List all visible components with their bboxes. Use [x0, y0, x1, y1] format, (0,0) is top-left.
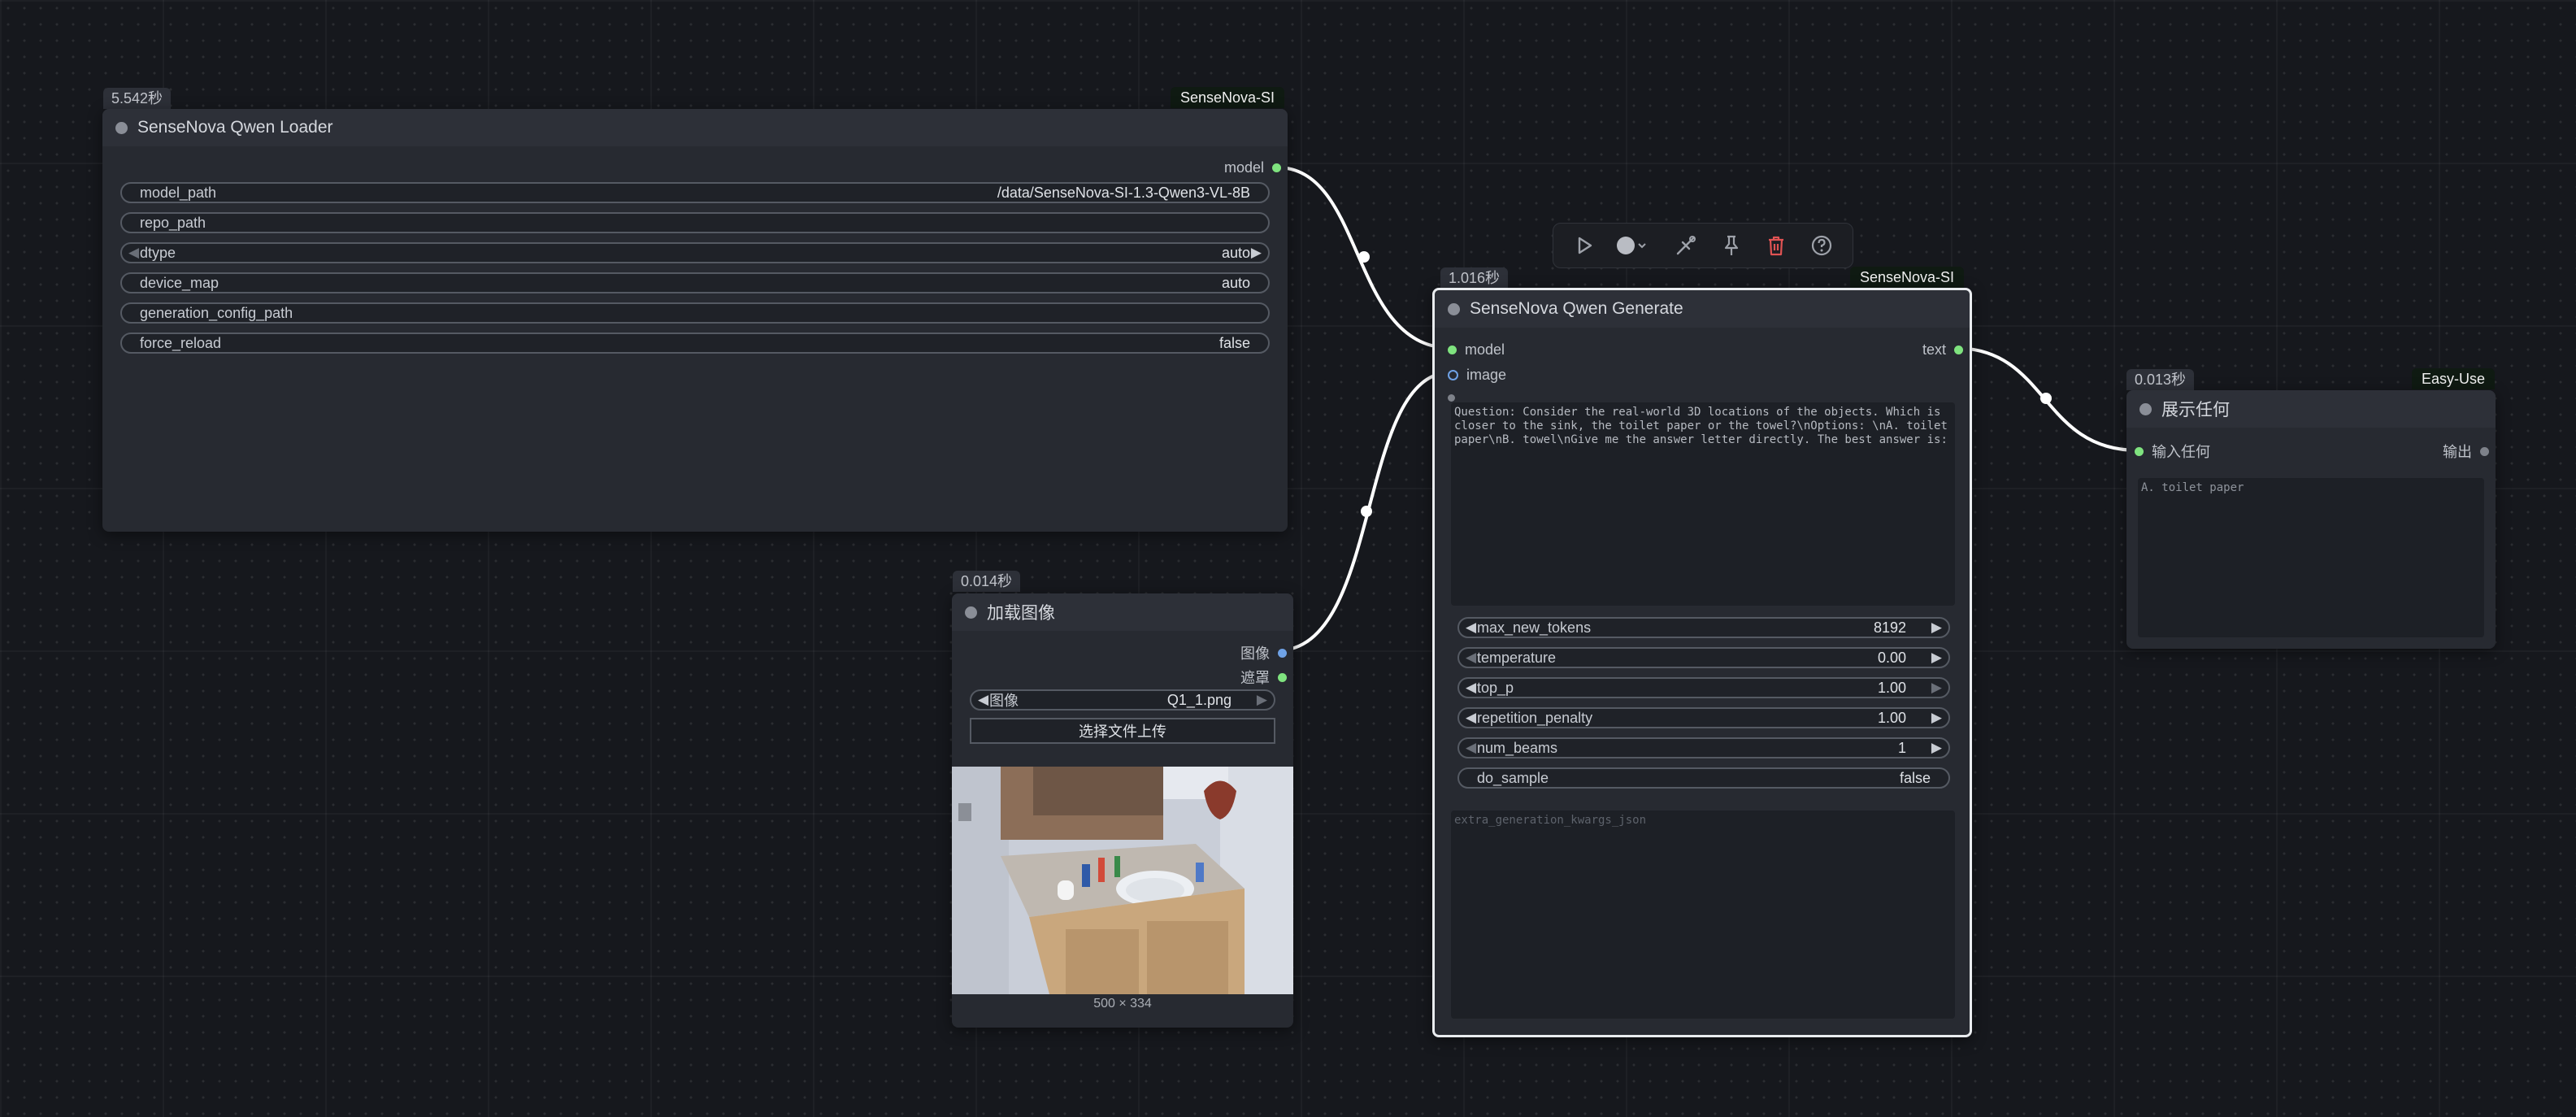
load-image-output-mask[interactable]: 遮罩 [1240, 667, 1287, 688]
generate-title: SenseNova Qwen Generate [1470, 299, 1683, 318]
input-port-dot-icon[interactable] [1448, 346, 1457, 354]
output-port-dot-icon[interactable] [1278, 648, 1287, 658]
widget-force-reload[interactable]: force_reload false [120, 332, 1270, 354]
loader-time-badge: 5.542秒 [103, 88, 172, 109]
show-any-source: Easy-Use [2422, 371, 2486, 387]
node-toolbar [1553, 223, 1853, 268]
collapse-dot-icon[interactable] [965, 606, 977, 619]
bathroom-photo-illustration [952, 767, 1293, 994]
node-load-image[interactable]: 加载图像 图像 遮罩 ◀ 图像 Q1_1.png ▶ 选择文件上传 [952, 593, 1293, 1028]
output-port-dot-icon[interactable] [1954, 346, 1963, 354]
prompt-widget-dot-icon [1448, 394, 1455, 402]
node-sensenova-qwen-generate[interactable]: SenseNova Qwen Generate model image text… [1432, 288, 1972, 1037]
increment-arrow-icon[interactable]: ▶ [1931, 710, 1942, 725]
loader-time: 5.542秒 [111, 90, 163, 106]
generate-source: SenseNova-SI [1860, 269, 1955, 285]
link-text-midpoint [2040, 393, 2052, 404]
loader-output-label: model [1223, 159, 1264, 176]
decrement-arrow-icon[interactable]: ◀ [978, 692, 989, 707]
input-port-dot-icon[interactable] [1448, 370, 1458, 380]
show-any-text[interactable]: A. toilet paper [2138, 478, 2484, 637]
output-port-dot-icon[interactable] [2480, 446, 2489, 456]
input-port-dot-icon[interactable] [2135, 446, 2144, 456]
widget-num-beams[interactable]: ◀ num_beams 1 ▶ [1457, 737, 1950, 758]
output-port-dot-icon[interactable] [1278, 672, 1287, 682]
link-model-midpoint [1358, 251, 1370, 263]
widget-generation-config-path[interactable]: generation_config_path [120, 302, 1270, 324]
help-icon[interactable] [1805, 229, 1838, 262]
widget-max-new-tokens[interactable]: ◀ max_new_tokens 8192 ▶ [1457, 617, 1950, 638]
decrement-arrow-icon[interactable]: ◀ [1466, 710, 1477, 725]
generate-title-bar[interactable]: SenseNova Qwen Generate [1435, 290, 1970, 328]
node-show-any[interactable]: 展示任何 输入任何 输出 A. toilet paper [2126, 390, 2496, 649]
loader-source: SenseNova-SI [1180, 89, 1275, 106]
generate-input-image[interactable]: image [1448, 367, 1506, 384]
collapse-dot-icon[interactable] [2139, 402, 2152, 415]
bypass-icon[interactable] [1670, 229, 1702, 262]
increment-arrow-icon[interactable]: ▶ [1931, 650, 1942, 665]
decrement-arrow-icon[interactable]: ◀ [1466, 619, 1477, 635]
increment-arrow-icon[interactable]: ▶ [1250, 245, 1262, 260]
loader-source-badge: SenseNova-SI [1171, 87, 1285, 108]
play-icon[interactable] [1568, 229, 1601, 262]
link-image-midpoint [1361, 506, 1372, 517]
collapse-dot-icon[interactable] [115, 121, 128, 134]
widget-top-p[interactable]: ◀ top_p 1.00 ▶ [1457, 677, 1950, 698]
widget-repo-path[interactable]: repo_path [120, 212, 1270, 233]
loader-title-bar[interactable]: SenseNova Qwen Loader [102, 109, 1288, 146]
widget-do-sample[interactable]: do_sample false [1457, 767, 1950, 789]
load-image-time-badge: 0.014秒 [953, 571, 1021, 592]
show-any-time-badge: 0.013秒 [2126, 369, 2195, 390]
decrement-arrow-icon[interactable]: ◀ [1466, 650, 1477, 665]
image-preview [952, 767, 1293, 994]
upload-button[interactable]: 选择文件上传 [970, 718, 1275, 744]
increment-arrow-icon[interactable]: ▶ [1256, 692, 1267, 707]
show-any-title-bar[interactable]: 展示任何 [2126, 390, 2496, 428]
load-image-title: 加载图像 [987, 604, 1055, 623]
generate-input-model[interactable]: model [1448, 341, 1505, 359]
generate-time-badge: 1.016秒 [1440, 267, 1509, 289]
load-image-title-bar[interactable]: 加载图像 [952, 593, 1293, 631]
increment-arrow-icon[interactable]: ▶ [1931, 619, 1942, 635]
extra-generation-kwargs-textarea[interactable]: extra_generation_kwargs_json [1451, 811, 1955, 1019]
trash-icon[interactable] [1760, 229, 1792, 262]
increment-arrow-icon[interactable]: ▶ [1931, 740, 1942, 755]
decrement-arrow-icon[interactable]: ◀ [128, 245, 140, 260]
generate-time: 1.016秒 [1449, 270, 1501, 286]
prompt-textarea[interactable]: Question: Consider the real-world 3D loc… [1451, 402, 1955, 606]
show-any-title: 展示任何 [2161, 401, 2230, 419]
color-circle-icon[interactable] [1613, 229, 1657, 262]
decrement-arrow-icon[interactable]: ◀ [1466, 740, 1477, 755]
loader-output-model[interactable]: model [1224, 159, 1281, 176]
widget-device-map[interactable]: device_map auto [120, 272, 1270, 293]
load-image-time: 0.014秒 [961, 573, 1013, 589]
increment-arrow-icon[interactable]: ▶ [1931, 680, 1942, 695]
widget-dtype[interactable]: ◀ dtype auto ▶ [120, 242, 1270, 263]
image-dimensions: 500 × 334 [1093, 997, 1152, 1011]
widget-repetition-penalty[interactable]: ◀ repetition_penalty 1.00 ▶ [1457, 707, 1950, 728]
collapse-dot-icon[interactable] [1448, 302, 1460, 315]
loader-title: SenseNova Qwen Loader [137, 118, 333, 137]
show-any-source-badge: Easy-Use [2412, 368, 2496, 389]
pin-icon[interactable] [1715, 229, 1748, 262]
node-sensenova-qwen-loader[interactable]: SenseNova Qwen Loader model model_path /… [102, 109, 1288, 532]
widget-image-select[interactable]: ◀ 图像 Q1_1.png ▶ [970, 689, 1275, 711]
decrement-arrow-icon[interactable]: ◀ [1466, 680, 1477, 695]
show-any-time: 0.013秒 [2135, 372, 2187, 388]
widget-model-path[interactable]: model_path /data/SenseNova-SI-1.3-Qwen3-… [120, 182, 1270, 203]
show-any-output[interactable]: 输出 [2443, 441, 2489, 462]
generate-source-badge: SenseNova-SI [1850, 267, 1965, 288]
load-image-output-image[interactable]: 图像 [1240, 642, 1287, 663]
widget-temperature[interactable]: ◀ temperature 0.00 ▶ [1457, 647, 1950, 668]
show-any-input[interactable]: 输入任何 [2135, 441, 2210, 462]
output-port-dot-icon[interactable] [1272, 163, 1281, 172]
generate-output-text[interactable]: text [1922, 341, 1963, 359]
